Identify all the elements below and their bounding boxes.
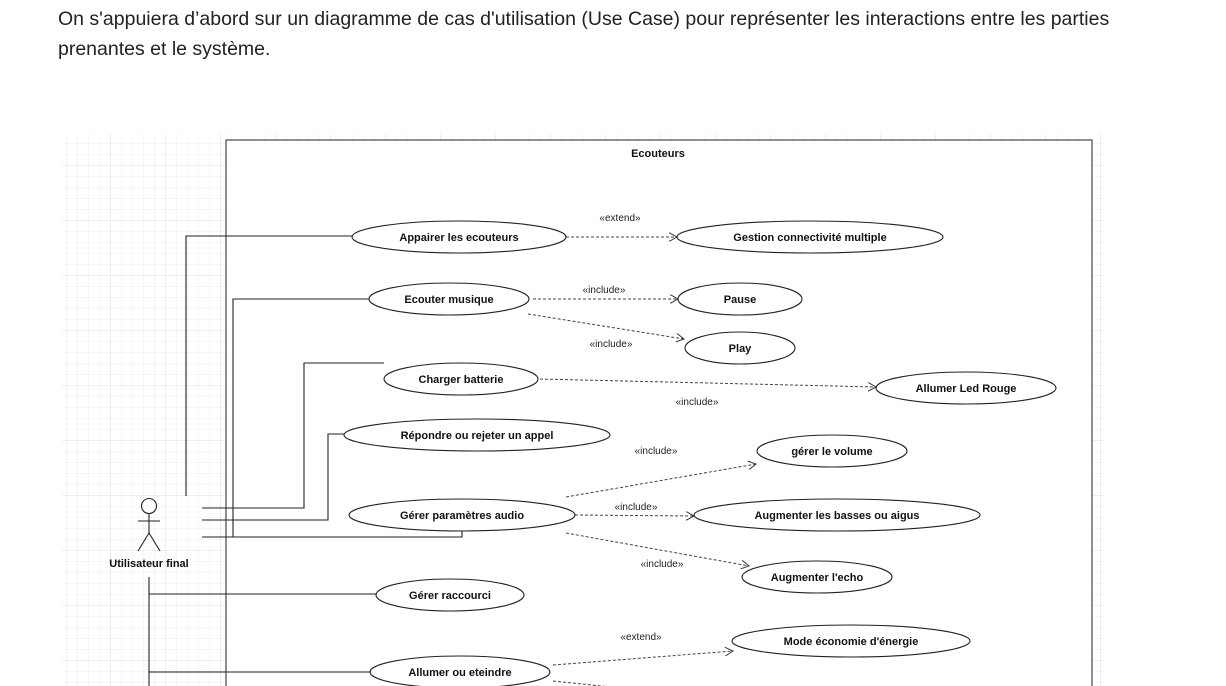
rel-include-volume <box>565 464 756 498</box>
rel-include-echo <box>565 532 749 566</box>
usecase-charger-batterie <box>383 362 539 396</box>
usecase-augmenter-basses <box>693 498 981 532</box>
intro-paragraph: On s'appuiera d’abord sur un diagramme d… <box>58 8 1110 60</box>
associations <box>148 235 463 686</box>
relationships <box>527 237 876 686</box>
stereotype-label: «include» <box>615 502 658 513</box>
usecase-play <box>684 331 796 365</box>
assoc-charger <box>202 362 384 509</box>
rel-include-led <box>539 378 876 387</box>
usecase-label: Augmenter les basses ou aigus <box>754 510 919 522</box>
usecase-label: Gérer raccourci <box>409 590 491 602</box>
actor-right-leg <box>148 532 161 552</box>
usecase-label: Mode économie d'énergie <box>784 636 919 648</box>
actor-figure <box>137 497 161 552</box>
usecase-allumer-eteindre <box>369 655 551 686</box>
assoc-audio <box>202 530 463 538</box>
usecase-mode-economie <box>731 624 971 658</box>
stereotype-label: «include» <box>641 559 684 570</box>
usecase-label: Gestion connectivité multiple <box>733 232 886 244</box>
usecase-augmenter-echo <box>741 560 893 594</box>
usecase-label: gérer le volume <box>791 446 872 458</box>
usecase-pause <box>677 282 803 316</box>
usecase-label: Répondre ou rejeter un appel <box>401 430 554 442</box>
usecase-appairer <box>351 220 567 254</box>
actor-label: Utilisateur final <box>109 558 188 570</box>
usecase-label: Appairer les ecouteurs <box>399 232 518 244</box>
stereotype-label: «include» <box>676 397 719 408</box>
usecase-label: Ecouter musique <box>404 294 493 306</box>
usecase-gerer-raccourci <box>375 578 525 612</box>
system-boundary <box>225 139 1093 686</box>
usecase-label: Charger batterie <box>419 374 504 386</box>
stereotype-label: «extend» <box>620 632 662 643</box>
stereotype-label: «include» <box>583 285 626 296</box>
usecase-label: Allumer ou eteindre <box>408 667 511 679</box>
usecase-ecouter-musique <box>368 282 530 316</box>
usecase-allumer-led-rouge <box>875 371 1057 405</box>
actor-left-leg <box>137 532 150 552</box>
system-title: Ecouteurs <box>631 148 685 160</box>
stereotype-label: «include» <box>635 446 678 457</box>
rel-extend-economie <box>552 651 733 666</box>
actor-head <box>140 497 158 515</box>
usecase-label: Pause <box>724 294 756 306</box>
usecase-label: Allumer Led Rouge <box>916 383 1017 395</box>
usecase-repondre-appel <box>343 418 611 452</box>
rel-include-play <box>527 313 684 339</box>
usecase-gerer-audio <box>348 498 576 532</box>
usecase-label: Augmenter l'echo <box>771 572 864 584</box>
stereotype-label: «extend» <box>599 213 641 224</box>
assoc-repondre <box>202 433 346 521</box>
stereotype-label: «include» <box>590 339 633 350</box>
usecase-gerer-volume <box>756 434 908 468</box>
usecase-gestion-connectivite <box>676 220 944 254</box>
assoc-appairer <box>185 235 353 496</box>
usecase-label: Play <box>729 343 753 355</box>
usecase-label: Gérer paramètres audio <box>400 510 524 522</box>
